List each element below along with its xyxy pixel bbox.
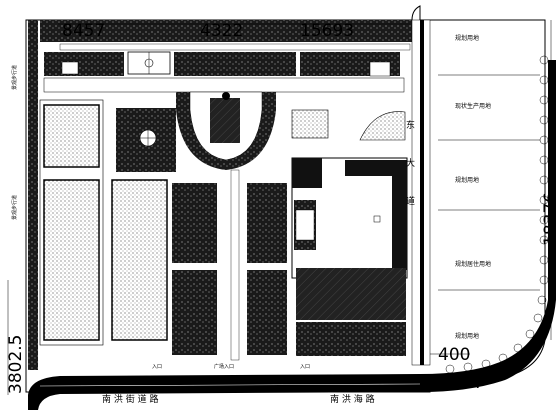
green-blocks [172, 183, 287, 355]
parcel-label-3: 规划用地 [455, 176, 479, 184]
central-avenue [230, 169, 240, 361]
road-label-bottom-left: 南 洪 街 道 路 [102, 393, 158, 405]
upper-road [43, 77, 405, 93]
side-road-label-2: 景观步行道 [11, 195, 18, 220]
dim-right-vertical: 18376 [541, 192, 560, 246]
bottom-road [28, 60, 556, 410]
dim-top-left: 8457 [62, 21, 105, 41]
top-green-belt [40, 20, 412, 42]
left-parcel-top [43, 104, 100, 168]
dim-bottom-right-4004: 4004 [438, 373, 481, 393]
left-green-strip [28, 20, 38, 370]
central-plaza [176, 91, 276, 170]
road-label-3: 道 [406, 195, 415, 207]
tree-line [445, 55, 549, 374]
upper-block-mid [174, 52, 296, 76]
parcel-label-2: 现状生产用地 [455, 102, 491, 110]
mid-parcel [111, 179, 168, 341]
dim-bottom-right-400: 400 [438, 345, 470, 365]
parcel-label-1: 规划用地 [455, 34, 479, 42]
road-label-bottom-right: 南 洪 海 路 [330, 393, 375, 405]
road-label-1: 东 [406, 119, 415, 131]
left-parcel-bottom [43, 179, 100, 341]
building-complex [291, 109, 408, 356]
dim-top-mid: 4322 [200, 21, 243, 41]
top-path [59, 43, 411, 51]
parcel-label-5: 规划用地 [455, 332, 479, 340]
dim-left-vertical: 3802.5 [6, 335, 26, 394]
gate-label-1: 入口 [152, 364, 162, 370]
garden-feature [139, 129, 157, 147]
side-road-label-1: 景观步行道 [11, 65, 18, 90]
upper-block-left [44, 52, 124, 76]
gate-label-2: 入口 [300, 364, 310, 370]
parcel-label-4: 规划居住用地 [455, 260, 491, 268]
dim-top-right: 15693 [300, 21, 354, 41]
road-label-2: 大 [406, 157, 415, 169]
plaza-entrance-label: 广场入口 [214, 363, 234, 370]
right-parcels [438, 74, 540, 291]
